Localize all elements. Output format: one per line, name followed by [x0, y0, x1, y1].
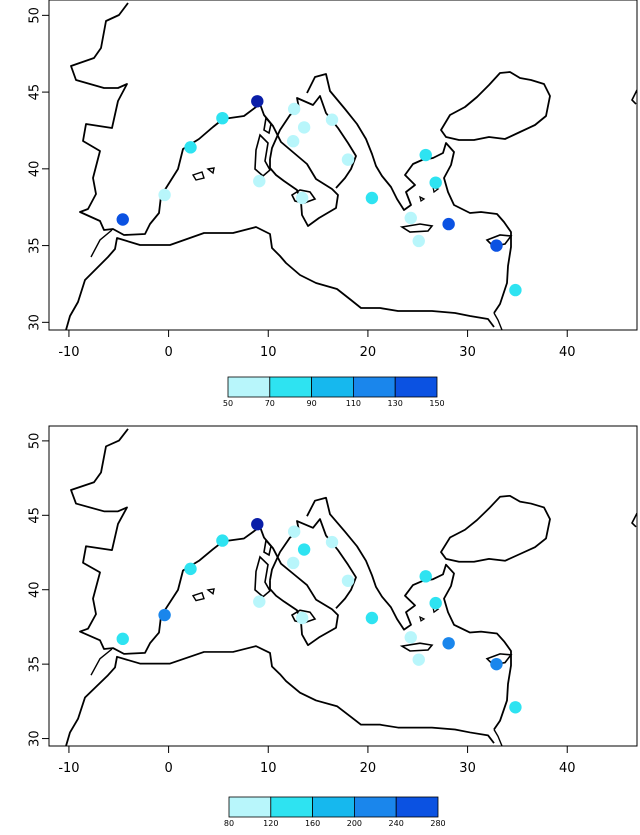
station-marker — [287, 102, 301, 116]
legend-break-label: 160 — [305, 819, 320, 828]
station-marker — [116, 632, 129, 646]
station-marker — [365, 191, 379, 205]
legend-break-label: 130 — [388, 399, 403, 408]
x-tick-label: -10 — [58, 761, 79, 776]
station-marker — [158, 188, 171, 202]
map-panel-1: -10 0 10 20 30 40 30 35 40 45 50 50 70 90 110 130 150 — [28, 0, 638, 408]
station-marker — [184, 562, 197, 576]
station-marker — [297, 121, 311, 134]
coastline — [65, 428, 637, 746]
station-marker — [184, 141, 197, 154]
y-tick-label: 35 — [28, 656, 43, 673]
station-marker — [341, 153, 355, 166]
station-marker — [490, 239, 503, 252]
station-marker — [158, 608, 171, 622]
legend-swatch — [269, 376, 312, 398]
x-tick-label: 20 — [360, 761, 377, 776]
map-panel-2: -10 0 10 20 30 40 30 35 40 45 50 80 120 160 200 240 280 — [28, 425, 638, 828]
station-marker — [412, 234, 425, 248]
x-tick-label: 40 — [559, 345, 576, 360]
x-tick-label: 0 — [164, 345, 172, 360]
x-tick-label: 0 — [164, 761, 172, 776]
station-marker — [442, 217, 455, 231]
legend-swatch — [311, 376, 354, 398]
station-marker — [429, 596, 442, 610]
station-marker — [429, 176, 442, 189]
x-tick-label: 30 — [459, 761, 476, 776]
y-tick-label: 40 — [28, 581, 43, 598]
station-marker — [116, 213, 129, 226]
legend-break-label: 280 — [430, 819, 445, 828]
station-marker — [509, 701, 522, 714]
y-tick-label: 50 — [28, 7, 43, 24]
legend-break-label: 240 — [389, 819, 404, 828]
legend-swatch — [353, 796, 397, 818]
station-marker — [341, 574, 355, 587]
y-tick-label: 30 — [28, 314, 43, 331]
station-marker — [419, 148, 432, 162]
y-tick-label: 35 — [28, 237, 43, 254]
station-marker — [404, 211, 417, 225]
x-tick-label: 20 — [360, 345, 377, 360]
legend-swatch — [352, 376, 396, 398]
station-marker — [442, 637, 455, 650]
station-marker — [419, 570, 432, 583]
y-tick-label: 50 — [28, 433, 43, 450]
legend-swatch — [228, 796, 272, 818]
legend-break-label: 50 — [223, 399, 233, 408]
map-frame — [48, 425, 638, 747]
legend-break-label: 200 — [347, 819, 362, 828]
y-tick-label: 40 — [28, 161, 43, 178]
legend-break-label: 110 — [346, 399, 361, 408]
station-marker — [286, 556, 300, 570]
legend-swatch — [394, 376, 438, 398]
station-marker — [253, 595, 266, 608]
legend-break-label: 150 — [429, 399, 444, 408]
y-tick-label: 45 — [28, 507, 43, 524]
legend-swatch — [227, 376, 271, 398]
station-marker — [325, 113, 339, 126]
station-marker — [253, 174, 266, 188]
legend-break-label: 80 — [224, 819, 234, 828]
legend-break-label: 70 — [265, 399, 275, 408]
station-marker — [287, 525, 301, 538]
legend-swatch — [312, 796, 355, 818]
x-tick-label: 30 — [459, 345, 476, 360]
coastline — [65, 2, 637, 330]
station-marker — [216, 534, 229, 547]
station-marker — [509, 283, 522, 297]
station-marker — [286, 135, 300, 148]
x-tick-label: 10 — [260, 761, 277, 776]
map-frame — [48, 0, 638, 331]
station-marker — [251, 518, 264, 531]
y-tick-label: 30 — [28, 730, 43, 747]
station-marker — [251, 95, 264, 108]
x-tick-label: 40 — [559, 761, 576, 776]
x-tick-label: 10 — [260, 345, 277, 360]
station-marker — [295, 191, 309, 205]
station-marker — [365, 611, 379, 625]
station-marker — [295, 611, 309, 625]
legend-swatch — [395, 796, 439, 818]
legend-break-label: 120 — [263, 819, 278, 828]
station-marker — [325, 535, 339, 549]
legend-swatch — [270, 796, 313, 818]
x-tick-label: -10 — [58, 345, 79, 360]
legend-break-label: 90 — [307, 399, 317, 408]
station-marker — [216, 111, 229, 125]
station-marker — [412, 653, 425, 666]
station-marker — [404, 631, 417, 644]
station-marker — [297, 543, 311, 556]
station-marker — [490, 657, 503, 671]
y-tick-label: 45 — [28, 84, 43, 101]
